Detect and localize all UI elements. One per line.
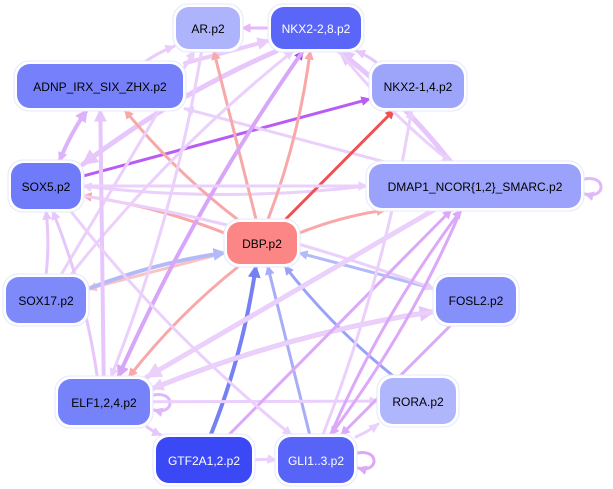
node-label: FOSL2.p2 bbox=[449, 294, 504, 308]
node-nkx214[interactable]: NKX2-1,4.p2 bbox=[368, 60, 468, 112]
node-box bbox=[271, 7, 361, 49]
node-box bbox=[227, 222, 297, 264]
node-box bbox=[369, 164, 581, 208]
edge-dbp-to-elf124 bbox=[127, 264, 241, 379]
edge-dmap1-to-adnp bbox=[183, 106, 387, 164]
node-label: NKX2-2,8.p2 bbox=[282, 22, 351, 36]
node-label: SOX5.p2 bbox=[22, 180, 71, 194]
edge-nkx228-to-elf124 bbox=[116, 49, 305, 379]
node-label: GTF2A1,2.p2 bbox=[168, 454, 240, 468]
node-box bbox=[58, 379, 150, 425]
node-ar[interactable]: AR.p2 bbox=[172, 3, 244, 53]
node-box bbox=[380, 378, 456, 424]
edge-adnp-to-sox5 bbox=[58, 108, 89, 163]
edge-dbp-to-nkx228 bbox=[266, 49, 314, 222]
edge-sox5-to-gli13 bbox=[69, 209, 293, 437]
edge-gtf2a1-to-gli13 bbox=[252, 454, 278, 464]
edge-fosl2-to-dbp bbox=[297, 250, 436, 291]
node-gtf2a1[interactable]: GTF2A1,2.p2 bbox=[152, 433, 256, 487]
edge-fosl2-to-elf124 bbox=[150, 309, 436, 391]
edge-nkx214-to-nkx228 bbox=[354, 49, 378, 64]
node-label: ADNP_IRX_SIX_ZHX.p2 bbox=[33, 80, 167, 94]
node-box bbox=[278, 437, 354, 483]
edge-gli13-to-rora bbox=[354, 422, 380, 439]
node-box bbox=[11, 163, 81, 209]
node-label: AR.p2 bbox=[191, 22, 225, 36]
edge-gli13-to-gli13 bbox=[352, 451, 376, 475]
edge-dmap1-to-gli13 bbox=[329, 208, 463, 437]
edges-layer bbox=[42, 23, 603, 475]
node-box bbox=[17, 64, 183, 108]
edge-dbp-to-adnp bbox=[123, 108, 240, 222]
edge-sox17-to-sox5 bbox=[42, 209, 52, 277]
node-label: ELF1,2,4.p2 bbox=[71, 396, 137, 410]
node-dbp[interactable]: DBP.p2 bbox=[223, 218, 301, 268]
edge-dbp-to-dmap1 bbox=[297, 206, 387, 235]
node-sox17[interactable]: SOX17.p2 bbox=[2, 273, 90, 327]
node-dmap1[interactable]: DMAP1_NCOR{1,2}_SMARC.p2 bbox=[365, 160, 585, 212]
node-box bbox=[156, 437, 252, 483]
edge-elf124-to-adnp bbox=[94, 108, 107, 379]
node-label: DBP.p2 bbox=[242, 237, 282, 251]
edge-gli13-to-dmap1 bbox=[329, 208, 463, 437]
edge-elf124-to-gtf2a1 bbox=[145, 425, 163, 437]
node-elf124[interactable]: ELF1,2,4.p2 bbox=[54, 375, 154, 429]
node-label: SOX17.p2 bbox=[18, 294, 74, 308]
node-nkx228[interactable]: NKX2-2,8.p2 bbox=[267, 3, 365, 53]
node-fosl2[interactable]: FOSL2.p2 bbox=[432, 273, 520, 327]
edge-elf124-to-rora bbox=[150, 396, 380, 406]
node-rora[interactable]: RORA.p2 bbox=[376, 374, 460, 428]
edge-dmap1-to-elf124 bbox=[144, 207, 437, 380]
edge-dbp-to-ar bbox=[211, 49, 258, 222]
node-adnp[interactable]: ADNP_IRX_SIX_ZHX.p2 bbox=[13, 60, 187, 112]
edge-gtf2a1-to-dbp bbox=[208, 264, 261, 437]
edge-adnp-to-ar bbox=[143, 44, 176, 64]
edge-dmap1-to-dmap1 bbox=[579, 177, 603, 201]
node-box bbox=[6, 277, 86, 323]
node-label: GLI1..3.p2 bbox=[288, 454, 344, 468]
node-box bbox=[176, 7, 240, 49]
node-box bbox=[436, 277, 516, 323]
edge-gli13-to-dbp bbox=[265, 264, 312, 437]
node-label: NKX2-1,4.p2 bbox=[384, 80, 453, 94]
node-label: RORA.p2 bbox=[392, 395, 444, 409]
node-label: DMAP1_NCOR{1,2}_SMARC.p2 bbox=[388, 180, 563, 194]
edge-ar-to-elf124 bbox=[109, 49, 204, 379]
edge-dmap1-to-sox5 bbox=[81, 182, 369, 196]
edge-dbp-to-nkx214 bbox=[283, 108, 396, 222]
node-sox5[interactable]: SOX5.p2 bbox=[7, 159, 85, 213]
node-gli13[interactable]: GLI1..3.p2 bbox=[274, 433, 358, 487]
edge-sox5-to-nkx214 bbox=[81, 96, 372, 178]
node-box bbox=[372, 64, 464, 108]
edge-gli13-to-nkx214 bbox=[321, 108, 415, 437]
